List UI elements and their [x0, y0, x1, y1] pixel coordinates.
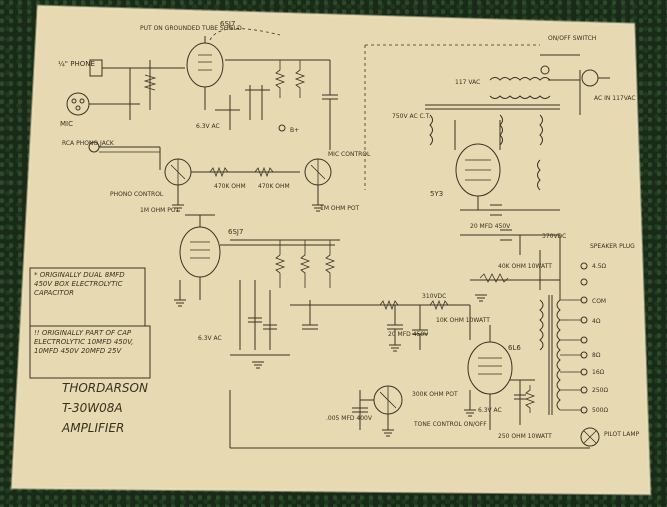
label-tube1: 6SJ7 — [220, 20, 235, 28]
label-tap-500: 500Ω — [592, 407, 608, 414]
label-tube-rect: 5Y3 — [430, 190, 443, 198]
speaker-taps — [560, 262, 588, 414]
power-transformer — [425, 54, 610, 191]
filter-section — [460, 204, 560, 302]
note-box-2 — [29, 325, 151, 379]
volume-pots — [164, 158, 332, 212]
title-line-2: T-30W08A — [62, 401, 123, 415]
title-block: THORDARSON T-30W08A AMPLIFIER — [62, 378, 148, 438]
label-fil3: 6.3V AC — [478, 407, 502, 414]
tube-6sj7-top — [186, 36, 224, 110]
label-tube2: 6SJ7 — [228, 228, 243, 236]
input-section — [66, 59, 185, 120]
label-phone-jack: ¼" PHONE — [58, 60, 95, 68]
label-cap20: 20 MFD 450V — [388, 331, 429, 338]
label-mic-control: MIC CONTROL — [328, 151, 371, 158]
label-370v: 370VDC — [542, 233, 566, 240]
tone-control — [352, 385, 403, 437]
label-pilot-lamp: PILOT LAMP — [604, 431, 640, 438]
label-r470k-b: 470K OHM — [258, 183, 290, 190]
paper — [11, 5, 651, 495]
label-cap20b: 20 MFD 450V — [470, 223, 511, 230]
label-tone-control: TONE CONTROL ON/OFF — [413, 421, 487, 428]
label-310v: 310VDC — [422, 293, 446, 300]
label-fil2: 6.3V AC — [198, 335, 222, 342]
label-speaker-plug: SPEAKER PLUG — [590, 243, 635, 250]
second-stage-network — [230, 239, 375, 369]
label-r40k: 40K OHM 10WATT — [498, 263, 552, 270]
label-tap-8: 8Ω — [592, 352, 601, 359]
title-line-1: THORDARSON — [62, 381, 148, 395]
label-tube3: 6L6 — [508, 344, 521, 352]
output-transformer — [539, 295, 561, 415]
label-mic-pot: 1M OHM POT — [320, 205, 360, 212]
interstage — [340, 299, 471, 352]
note-2: !! ORIGINALLY PART OF CAP ELECTROLYTIC 1… — [34, 329, 134, 355]
label-tube-shield: PUT ON GROUNDED TUBE SHIELD — [140, 25, 242, 32]
label-power-transformer: 750V AC C.T. — [392, 113, 431, 120]
label-ac-in: AC IN 117VAC — [594, 95, 636, 102]
label-tap-45: 4.5Ω — [592, 263, 607, 270]
label-fil1: 6.3V AC — [196, 123, 220, 130]
label-r250: 250 OHM 10WATT — [498, 433, 552, 440]
label-phono-control: PHONO CONTROL — [110, 191, 164, 198]
label-tone-pot: 300K OHM POT — [412, 391, 458, 398]
title-line-3: AMPLIFIER — [62, 421, 125, 435]
label-b-plus: B+ — [290, 127, 299, 134]
first-stage-plate — [215, 59, 338, 150]
label-rca-jack: RCA PHONO JACK — [62, 140, 115, 147]
tube-6l6 — [464, 325, 536, 430]
label-tap-16: 16Ω — [592, 369, 605, 376]
note-1: * ORIGINALLY DUAL 8MFD 450V BOX ELECTROL… — [34, 271, 125, 297]
label-117v: 117 VAC — [455, 79, 480, 86]
pilot-lamp-icon — [229, 390, 600, 449]
label-r10k: 10K OHM 10WATT — [436, 317, 490, 324]
label-tap-4: 4Ω — [592, 318, 601, 325]
label-r470k: 470K OHM — [214, 183, 246, 190]
label-cap005: .005 MFD 400V — [326, 415, 373, 422]
label-phono-pot: 1M OHM POT — [140, 207, 180, 214]
label-tap-250: 250Ω — [592, 387, 608, 394]
label-tap-com: COM — [592, 298, 606, 305]
label-mic: MIC — [60, 120, 73, 128]
tube-6sj7-mid — [174, 214, 335, 307]
dashed-power-line — [364, 44, 540, 190]
tube-5y3 — [454, 120, 501, 210]
label-onoff-switch: ON/OFF SWITCH — [548, 35, 596, 42]
rca-input — [88, 141, 161, 170]
